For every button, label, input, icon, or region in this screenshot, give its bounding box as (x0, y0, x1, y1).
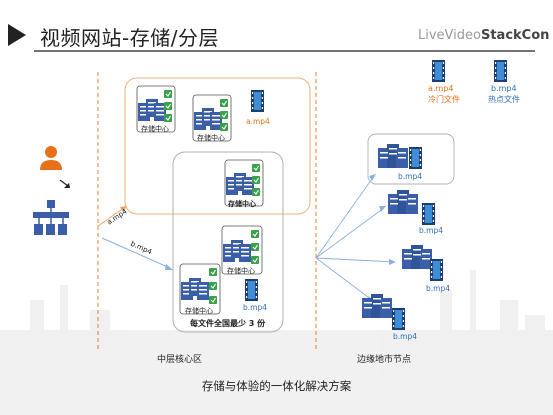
storage-center-label: 存储中心 (197, 134, 225, 142)
storage-center-2 (192, 94, 232, 142)
logo: LiveVideoStackCon (418, 28, 550, 43)
edge-zone-label: 边缘地市节点 (357, 355, 412, 365)
skyline-background (0, 270, 553, 415)
film-icon (251, 90, 264, 112)
arrow-to-hot (101, 237, 171, 269)
hot-storage-group (172, 151, 284, 333)
edge-file-label: b.mp4 (426, 284, 450, 293)
film-icon (245, 279, 258, 301)
header-graphics (8, 24, 535, 52)
legend-cold-file: a.mp4 (428, 84, 454, 93)
footer-caption: 存储与体验的一体化解决方案 (201, 379, 352, 393)
edge-file-label: b.mp4 (398, 172, 422, 181)
legend-cold-label: 冷门文件 (428, 95, 460, 104)
storage-center-4 (221, 225, 263, 275)
edge-server-icon (388, 190, 418, 214)
film-icon (409, 147, 422, 169)
film-icon (422, 203, 435, 225)
load-balancer-icon (33, 200, 69, 235)
storage-center-1 (136, 85, 176, 133)
storage-center-5 (179, 263, 221, 315)
cold-storage-group (124, 77, 311, 215)
legend-hot-file: b.mp4 (491, 84, 517, 93)
arrow-to-cold (97, 207, 125, 227)
storage-center-label: 存储中心 (228, 200, 256, 208)
storage-center-label: 存储中心 (141, 125, 169, 133)
core-a-file-label: a.mp4 (246, 117, 270, 126)
edge-server-icon (378, 144, 408, 168)
edge-server-icon (362, 294, 392, 318)
play-triangle-icon (8, 24, 26, 46)
core-b-file-label: b.mp4 (243, 303, 267, 312)
legend-hot-label: 热点文件 (488, 95, 520, 104)
down-arrow-icon (59, 179, 70, 188)
storage-center-3 (224, 159, 264, 207)
core-zone-label: 中层核心区 (157, 355, 203, 365)
page-title: 视频网站-存储/分层 (40, 26, 219, 50)
storage-center-label: 存储中心 (185, 307, 213, 315)
edge-server-icon (402, 245, 432, 269)
edge-file-label: b.mp4 (419, 226, 443, 235)
film-icon (432, 60, 445, 82)
user-icon (40, 146, 62, 170)
film-icon (430, 259, 443, 281)
film-icon (494, 60, 507, 82)
storage-center-label: 存储中心 (227, 267, 255, 275)
edge-node-box (367, 133, 455, 185)
min-copies-note: 每文件全国最少 3 份 (190, 319, 266, 328)
edge-file-label: b.mp4 (393, 332, 417, 341)
edge-fanout-lines (315, 175, 395, 301)
film-icon (392, 308, 405, 330)
